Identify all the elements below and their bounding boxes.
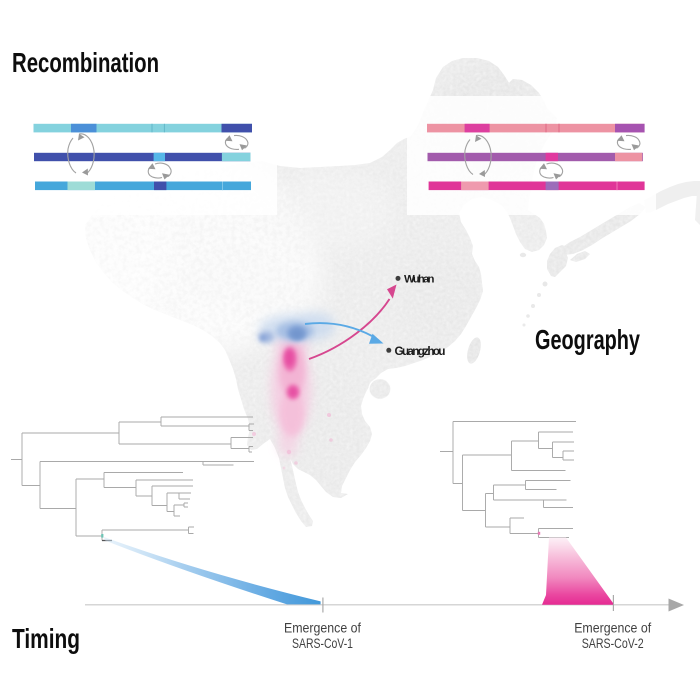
svg-text:Wuhan: Wuhan <box>404 274 435 286</box>
svg-text:Timing: Timing <box>12 623 80 654</box>
svg-text:Geography: Geography <box>535 324 641 355</box>
svg-text:Emergence of: Emergence of <box>284 620 361 636</box>
svg-text:Guangzhou: Guangzhou <box>395 344 446 358</box>
svg-text:Emergence of: Emergence of <box>574 620 651 636</box>
svg-text:SARS-CoV-1: SARS-CoV-1 <box>292 635 353 651</box>
svg-text:SARS-CoV-2: SARS-CoV-2 <box>582 635 644 651</box>
svg-text:Recombination: Recombination <box>12 47 159 78</box>
